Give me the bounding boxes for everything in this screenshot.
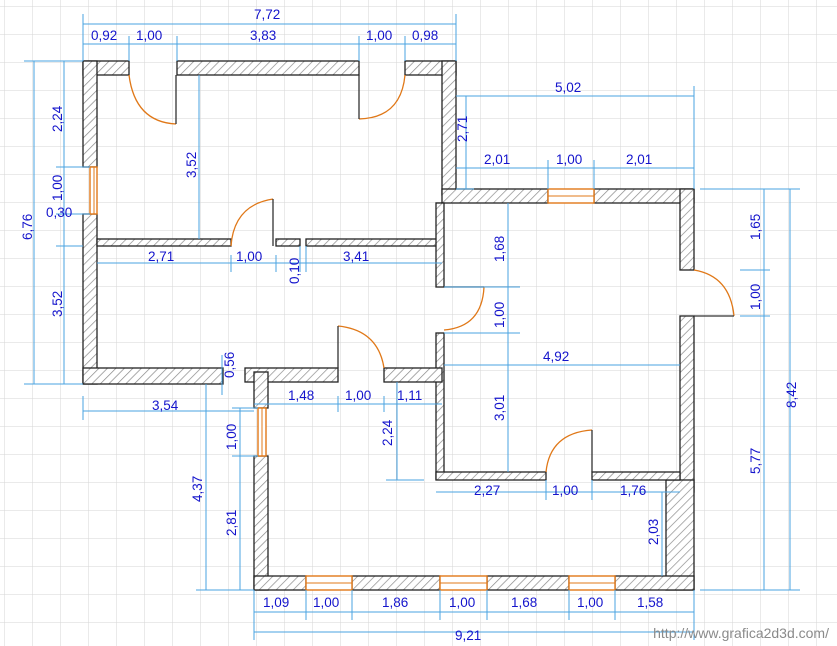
dim-bottom-seg-5: 1,68 <box>511 595 537 610</box>
wall-interior-1 <box>96 238 232 247</box>
dim-left-low-total: 4,37 <box>190 476 205 502</box>
dim-low-seg-2: 1,00 <box>345 388 371 403</box>
dim-hall-seg-3: 3,41 <box>343 249 369 264</box>
dim-right-room-upper: 1,68 <box>492 236 507 262</box>
wall-rb-right-3 <box>665 479 695 591</box>
dim-right-low-seg: 2,03 <box>646 519 661 545</box>
dim-right-room-door: 1,00 <box>492 302 507 328</box>
wall-left-2 <box>82 213 98 385</box>
dim-left-total: 6,76 <box>20 214 35 240</box>
dim-right-block-width: 5,02 <box>555 80 581 95</box>
door-top-right <box>358 74 406 120</box>
dim-top-seg-1: 0,92 <box>91 28 117 43</box>
dim-bottom-seg-1: 1,09 <box>263 595 289 610</box>
dim-mid-seg-2: 1,00 <box>552 483 578 498</box>
dim-right-lower: 5,77 <box>748 448 763 474</box>
dim-low-room-height: 2,24 <box>380 419 395 446</box>
dim-top-total: 7,72 <box>254 7 280 22</box>
dim-left-low-lower: 2,81 <box>224 510 239 536</box>
door-lower <box>545 429 593 473</box>
dim-left-wall: 0,30 <box>46 205 72 220</box>
dim-step-height: 2,71 <box>455 116 470 142</box>
dim-top-seg-4: 1,00 <box>366 28 392 43</box>
dim-bottom-seg-4: 1,00 <box>449 595 475 610</box>
wall-low-bottom-2 <box>351 575 441 591</box>
wall-rb-top-1 <box>441 188 549 204</box>
dim-left-lower: 3,52 <box>50 291 65 317</box>
wall-top-2 <box>176 60 360 76</box>
dim-right-seg-3: 2,01 <box>626 152 652 167</box>
wall-corridor-1 <box>82 367 224 385</box>
wall-interior-3 <box>305 238 443 247</box>
wall-rb-top-2 <box>593 188 695 204</box>
dim-top-seg-5: 0,98 <box>412 28 438 43</box>
dim-right-outer-1: 1,65 <box>748 214 763 240</box>
dim-top-seg-2: 1,00 <box>136 28 162 43</box>
dim-top-seg-3: 3,83 <box>250 28 276 43</box>
dim-mid-seg-1: 2,27 <box>474 483 500 498</box>
wall-rb-left-1 <box>435 202 445 288</box>
wall-rb-right-2 <box>679 315 695 493</box>
watermark-url: http://www.grafica2d3d.com/ <box>653 625 829 641</box>
dim-right-outer-2: 1,00 <box>748 284 763 310</box>
walls <box>82 60 695 591</box>
dim-bottom-seg-7: 1,58 <box>637 595 663 610</box>
wall-low-left-2 <box>253 455 269 591</box>
dim-low-seg-3: 1,11 <box>397 388 422 403</box>
dim-right-seg-2: 1,00 <box>556 152 582 167</box>
dim-right-room-lower: 3,01 <box>492 395 507 421</box>
wall-mid-1 <box>435 471 547 481</box>
dimension-lines <box>24 14 800 640</box>
wall-mid-2 <box>591 471 681 481</box>
dim-mid-seg-3: 1,76 <box>620 483 646 498</box>
door-top-left <box>128 74 177 125</box>
dimension-labels: 7,72 0,92 1,00 3,83 1,00 0,98 5,02 2,01 … <box>20 7 799 643</box>
dim-wall-offset: 0,56 <box>222 352 237 378</box>
wall-rb-left-2 <box>435 332 445 480</box>
dim-corridor-width: 3,54 <box>152 398 179 413</box>
dim-right-seg-1: 2,01 <box>484 152 510 167</box>
dim-hall-seg-1: 2,71 <box>148 249 174 264</box>
door-corridor <box>337 325 385 369</box>
door-right-block <box>443 286 485 331</box>
doors <box>128 74 735 473</box>
wall-corridor-3 <box>383 367 443 383</box>
dim-low-seg-1: 1,48 <box>288 388 314 403</box>
dim-bottom-seg-2: 1,00 <box>313 595 339 610</box>
dim-width-4-92: 4,92 <box>543 349 569 364</box>
dim-left-upper: 2,24 <box>50 105 65 132</box>
dim-hall-gap: 0,10 <box>287 258 302 284</box>
wall-left-1 <box>82 60 98 168</box>
dim-hall-seg-2: 1,00 <box>236 249 262 264</box>
wall-upper-right <box>441 60 457 196</box>
dim-bottom-seg-6: 1,00 <box>577 595 603 610</box>
wall-low-bottom-3 <box>486 575 570 591</box>
wall-low-bottom-4 <box>614 575 695 591</box>
dim-right-total: 8,42 <box>784 382 799 408</box>
dim-left-window: 1,00 <box>50 175 65 201</box>
dim-low-window: 1,00 <box>224 424 239 450</box>
dim-bottom-seg-3: 1,86 <box>382 595 408 610</box>
wall-low-bottom-1 <box>253 575 307 591</box>
door-exterior <box>693 269 735 317</box>
wall-interior-2 <box>275 238 301 247</box>
wall-rb-right-1 <box>679 188 695 271</box>
dim-bottom-total: 9,21 <box>455 628 481 643</box>
wall-low-left-1 <box>253 371 269 409</box>
dim-room1-height: 3,52 <box>184 152 199 178</box>
door-hall <box>230 198 274 247</box>
